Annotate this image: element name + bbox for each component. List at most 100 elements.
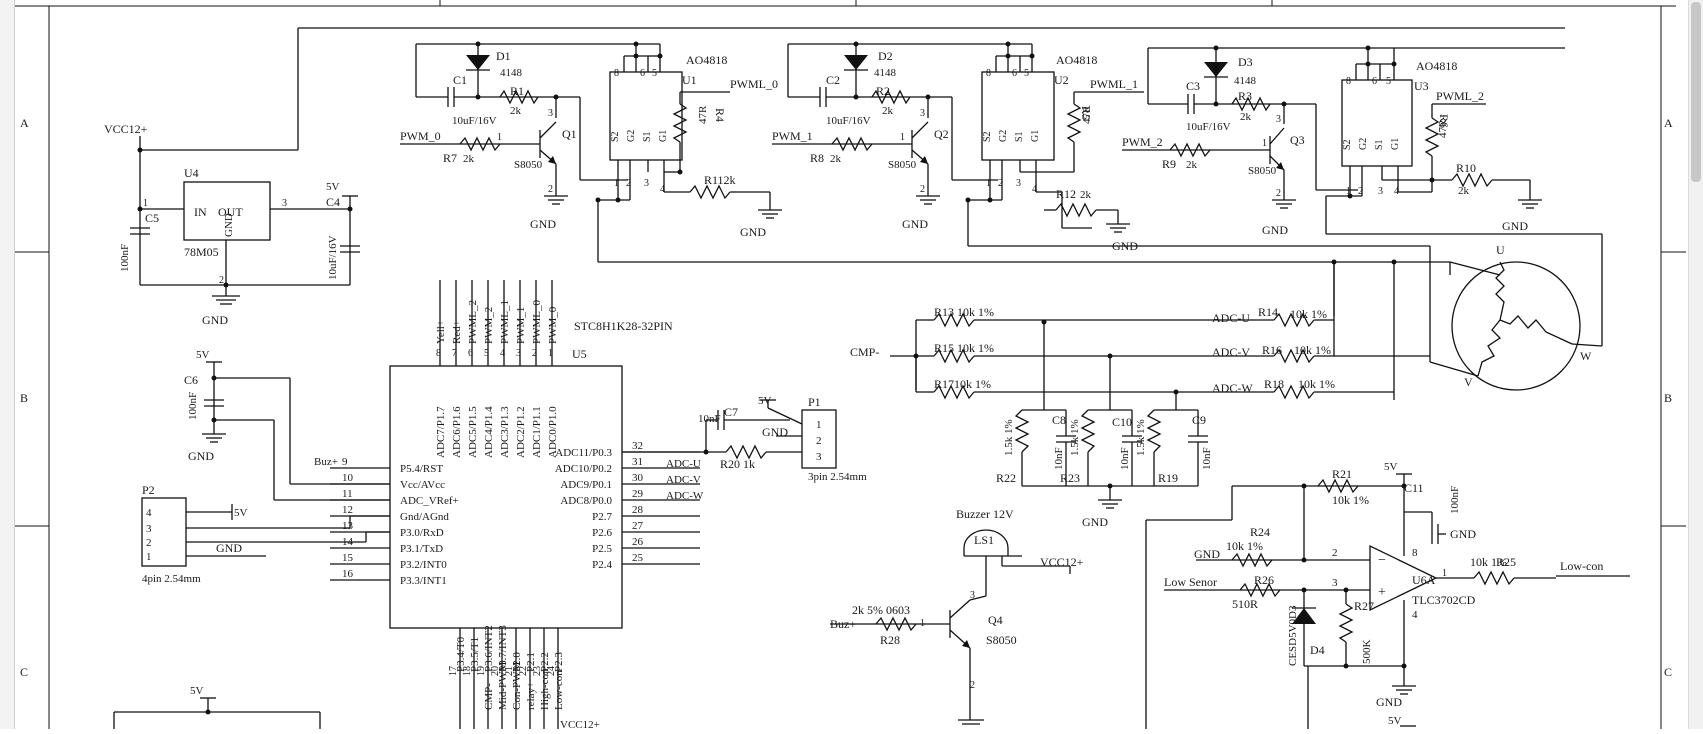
svg-text:C5: C5 — [145, 211, 159, 225]
svg-text:10nF: 10nF — [1053, 447, 1065, 470]
svg-text:500K: 500K — [1361, 640, 1373, 665]
svg-text:GND: GND — [216, 541, 242, 555]
svg-text:VCC12+: VCC12+ — [560, 719, 600, 729]
svg-text:10uF/16V: 10uF/16V — [452, 115, 497, 127]
gate-driver-1: C2 10uF/16V D2 4148 R2 2k PWM_1 R8 2k 1 — [772, 41, 1430, 253]
mcu-bottom-pin-num: 21 — [504, 666, 515, 676]
svg-text:IN: IN — [194, 205, 207, 219]
svg-text:Q1: Q1 — [562, 127, 577, 141]
svg-text:−: − — [1378, 553, 1386, 568]
mcu-top-pin-inner: ADC5/P1.5 — [467, 406, 479, 458]
mcu-bottom-pin-net: Con-PWM — [511, 662, 523, 711]
svg-text:R23: R23 — [1060, 471, 1080, 485]
svg-text:3: 3 — [816, 451, 822, 463]
mcu-right-pin-num: 26 — [632, 536, 644, 548]
svg-text:10k 1%: 10k 1% — [1470, 555, 1507, 569]
vertical-scrollbar[interactable] — [1688, 0, 1703, 729]
mcu-bottom-pin-num: 22 — [518, 666, 529, 676]
svg-text:2: 2 — [146, 537, 152, 549]
mcu-bottom-pin-inner: P2.0 — [511, 652, 523, 672]
svg-text:2k: 2k — [510, 105, 522, 117]
svg-text:R7: R7 — [443, 151, 457, 165]
svg-text:U6A: U6A — [1412, 573, 1436, 587]
svg-text:P1: P1 — [808, 395, 821, 409]
svg-text:GND: GND — [1112, 239, 1138, 253]
mcu-right-pin-inner: P2.5 — [592, 543, 612, 555]
mcu-top-pin-inner: ADC4/P1.4 — [483, 406, 495, 458]
zone-label-b-right: B — [1664, 391, 1672, 405]
svg-text:1: 1 — [1346, 186, 1351, 197]
svg-text:2: 2 — [219, 275, 224, 286]
zone-label-c-left: C — [20, 665, 28, 679]
mcu-body — [389, 365, 623, 629]
mcu-right-pin-num: 28 — [632, 504, 644, 516]
svg-text:+: + — [1378, 585, 1386, 600]
svg-text:4: 4 — [1412, 609, 1418, 621]
svg-text:3: 3 — [1332, 577, 1338, 589]
mcu-left-pin-num: 13 — [342, 520, 354, 532]
mcu-right-pin-num: 30 — [632, 472, 644, 484]
svg-text:ADC-V: ADC-V — [1212, 345, 1250, 359]
svg-text:1.5k 1%: 1.5k 1% — [1135, 419, 1147, 456]
svg-text:R1710k 1%: R1710k 1% — [934, 377, 991, 391]
svg-text:C4: C4 — [326, 195, 340, 209]
svg-text:R14: R14 — [1258, 305, 1278, 319]
svg-text:VCC12+: VCC12+ — [1040, 555, 1084, 569]
buzzer-section: Buzzer 12V LS1 VCC12+ Buz+ 2k 5% 0603 R2… — [830, 507, 1084, 725]
svg-text:C3: C3 — [1186, 79, 1200, 93]
svg-text:R12: R12 — [1056, 187, 1076, 201]
svg-text:PWML_1: PWML_1 — [1090, 77, 1138, 91]
mcu-bottom-pin-net: relay+ — [525, 682, 537, 710]
svg-text:C6: C6 — [184, 373, 198, 387]
motor-section: U V W CMP- R13 10k 1% ADC-U R14 10k 1% — [850, 243, 1603, 529]
svg-text:U5: U5 — [572, 347, 587, 361]
svg-text:GND: GND — [223, 213, 235, 237]
svg-text:CMP-: CMP- — [850, 345, 879, 359]
mcu-left-pin-inner: P5.4/RST — [400, 463, 443, 475]
svg-text:2k: 2k — [1080, 189, 1092, 201]
comparator-section: 5V R21 10k 1% C11 100nF GND − + 8 4 1 2 … — [1145, 461, 1630, 729]
svg-text:ADC-W: ADC-W — [1212, 381, 1253, 395]
svg-text:R1: R1 — [510, 84, 524, 98]
mcu-left-pin-inner: Gnd/AGnd — [400, 511, 449, 523]
mcu-top-pin-inner: ADC6/P1.6 — [451, 406, 463, 458]
svg-text:R9: R9 — [1162, 157, 1176, 171]
mcu-right-pin-inner: ADC10/P0.2 — [555, 463, 612, 475]
svg-text:4148: 4148 — [500, 67, 523, 79]
svg-text:W: W — [1580, 349, 1592, 363]
mcu-bottom-pin-num: 23 — [532, 666, 543, 676]
mcu-bottom-pin-num: 24 — [546, 666, 557, 676]
mosfet-u1 — [609, 71, 683, 161]
svg-text:2k: 2k — [830, 153, 842, 165]
svg-text:D4: D4 — [1310, 643, 1325, 657]
scrollbar-thumb[interactable] — [1691, 2, 1701, 182]
svg-text:3: 3 — [1016, 178, 1021, 189]
svg-text:6: 6 — [1012, 68, 1017, 79]
mcu-left-pin-num: 15 — [342, 552, 354, 564]
svg-text:GND: GND — [1194, 547, 1220, 561]
mcu-top-pin-num: 1 — [548, 348, 553, 359]
svg-text:R15 10k 1%: R15 10k 1% — [934, 341, 994, 355]
svg-text:R4: R4 — [713, 108, 727, 122]
svg-text:C10: C10 — [1112, 415, 1132, 429]
mcu-left-pins: 9P5.4/RSTBuz+10Vcc/AVcc11ADC_VRef+12Gnd/… — [314, 456, 459, 587]
mcu-right-pin-inner: ADC11/P0.3 — [555, 447, 612, 459]
svg-text:PWM_0: PWM_0 — [400, 129, 441, 143]
svg-text:PWML_0: PWML_0 — [730, 77, 778, 91]
mcu-right-pin-num: 32 — [632, 440, 643, 452]
svg-text:3: 3 — [970, 590, 975, 601]
svg-text:6: 6 — [640, 68, 645, 79]
mcu-bottom-pin-inner: P2.3 — [553, 652, 565, 672]
mcu-top-pin-net: PWM_0 — [547, 306, 559, 344]
connector-p2-body — [141, 497, 187, 567]
svg-text:2: 2 — [626, 178, 631, 189]
mosfet-u3 — [1341, 79, 1413, 167]
svg-text:2k: 2k — [882, 105, 894, 117]
svg-text:U1: U1 — [682, 73, 697, 87]
mcu-right-pin-num: 25 — [632, 552, 644, 564]
svg-text:47R: 47R — [697, 105, 709, 124]
svg-text:2: 2 — [1358, 186, 1363, 197]
svg-text:10k 1%: 10k 1% — [1290, 307, 1327, 321]
svg-text:S8050: S8050 — [1248, 165, 1277, 177]
